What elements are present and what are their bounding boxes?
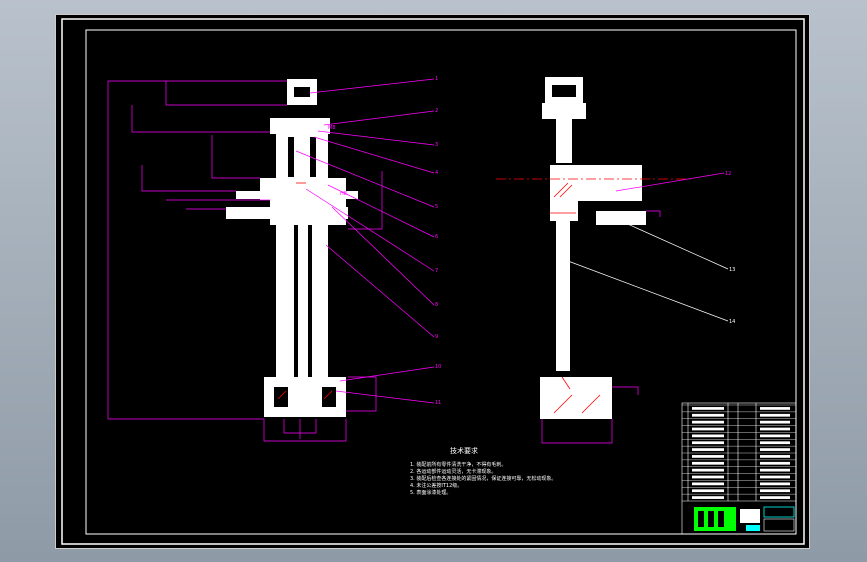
callout-4: 4	[435, 170, 438, 176]
title-block-cell-text	[692, 434, 724, 438]
title-block-cell-text	[760, 407, 790, 410]
title-block-cell-text	[760, 496, 790, 499]
inner-frame	[85, 29, 797, 535]
note-line-1: 1. 装配前所有零件清洗干净，不得有毛刺。	[410, 461, 506, 468]
side-view-hatch	[496, 178, 692, 414]
callout-8: 8	[435, 302, 438, 308]
title-block-cell-text	[760, 448, 790, 451]
title-block-cell-text	[760, 455, 790, 458]
callout-14: 14	[729, 319, 735, 325]
note-line-3: 3. 装配后检查各连接处的紧固情况，保证连接可靠，无松动现象。	[410, 475, 556, 482]
title-block-cell-text	[760, 475, 790, 479]
side-view	[540, 77, 646, 419]
callout-7: 7	[435, 268, 438, 274]
front-view-hatch	[277, 182, 333, 400]
title-block-cell-text	[692, 461, 724, 465]
title-block-cell-text	[760, 434, 790, 438]
drawing-sheet: 1 2 3 4 5 6 7 8 9 10 11 M8 H8	[55, 14, 810, 549]
title-block-cell-text	[760, 482, 790, 486]
cad-drawing: 1 2 3 4 5 6 7 8 9 10 11 M8 H8	[61, 18, 805, 545]
note-line-4: 4. 未注公差按IT12级。	[410, 482, 462, 489]
dim-label-m8: M8	[328, 125, 336, 131]
title-block-cell-text	[692, 455, 724, 458]
notes-title: 技术要求	[450, 446, 478, 455]
callout-12: 12	[725, 171, 731, 177]
callout-13: 13	[729, 267, 735, 273]
title-block-cell-text	[760, 489, 790, 493]
title-block-cell-text	[760, 420, 790, 424]
title-block-cell-text	[760, 441, 790, 445]
title-block	[681, 402, 797, 535]
callout-labels-right: 12 13 14	[725, 171, 735, 325]
title-block-cell-text	[692, 427, 724, 431]
callout-labels-left: 1 2 3 4 5 6 7 8 9 10 11 M8 H8	[328, 76, 441, 406]
front-view	[226, 79, 358, 417]
outer-frame	[61, 18, 805, 545]
title-block-cell-text	[692, 482, 724, 486]
title-block-cell-text	[692, 489, 724, 493]
title-block-cell-text	[760, 461, 790, 465]
title-block-cell-text	[692, 420, 724, 424]
callout-1: 1	[435, 76, 438, 82]
title-block-cell-text	[760, 468, 790, 472]
dimension-lines-left	[107, 80, 383, 442]
title-block-cell-text	[692, 407, 724, 410]
technical-notes: 技术要求 1. 装配前所有零件清洗干净，不得有毛刺。 2. 各运动部件运动灵活，…	[410, 446, 556, 496]
note-line-2: 2. 各运动部件运动灵活，无卡滞现象。	[410, 468, 496, 475]
title-block-cell-text	[760, 427, 790, 431]
note-line-5: 5. 表面涂漆处理。	[410, 489, 451, 496]
title-block-cell-text	[692, 448, 724, 451]
title-block-rows	[682, 404, 796, 499]
title-block-cell-text	[692, 468, 724, 472]
title-block-cell-text	[692, 441, 724, 445]
callout-3: 3	[435, 142, 438, 148]
callout-11: 11	[435, 400, 441, 406]
callout-6: 6	[435, 234, 438, 240]
callout-9: 9	[435, 334, 438, 340]
title-block-cell-text	[692, 413, 724, 417]
callout-5: 5	[435, 204, 438, 210]
dim-label-h8: H8	[340, 191, 347, 197]
title-block-cell-text	[692, 475, 724, 479]
title-block-cell-text	[692, 496, 724, 499]
dimension-lines-right	[541, 210, 661, 444]
leader-lines-right	[567, 172, 729, 322]
title-block-cell-text	[760, 413, 790, 417]
callout-2: 2	[435, 108, 438, 114]
leader-lines-left	[295, 78, 435, 404]
title-block-logo	[694, 506, 795, 532]
callout-10: 10	[435, 364, 441, 370]
